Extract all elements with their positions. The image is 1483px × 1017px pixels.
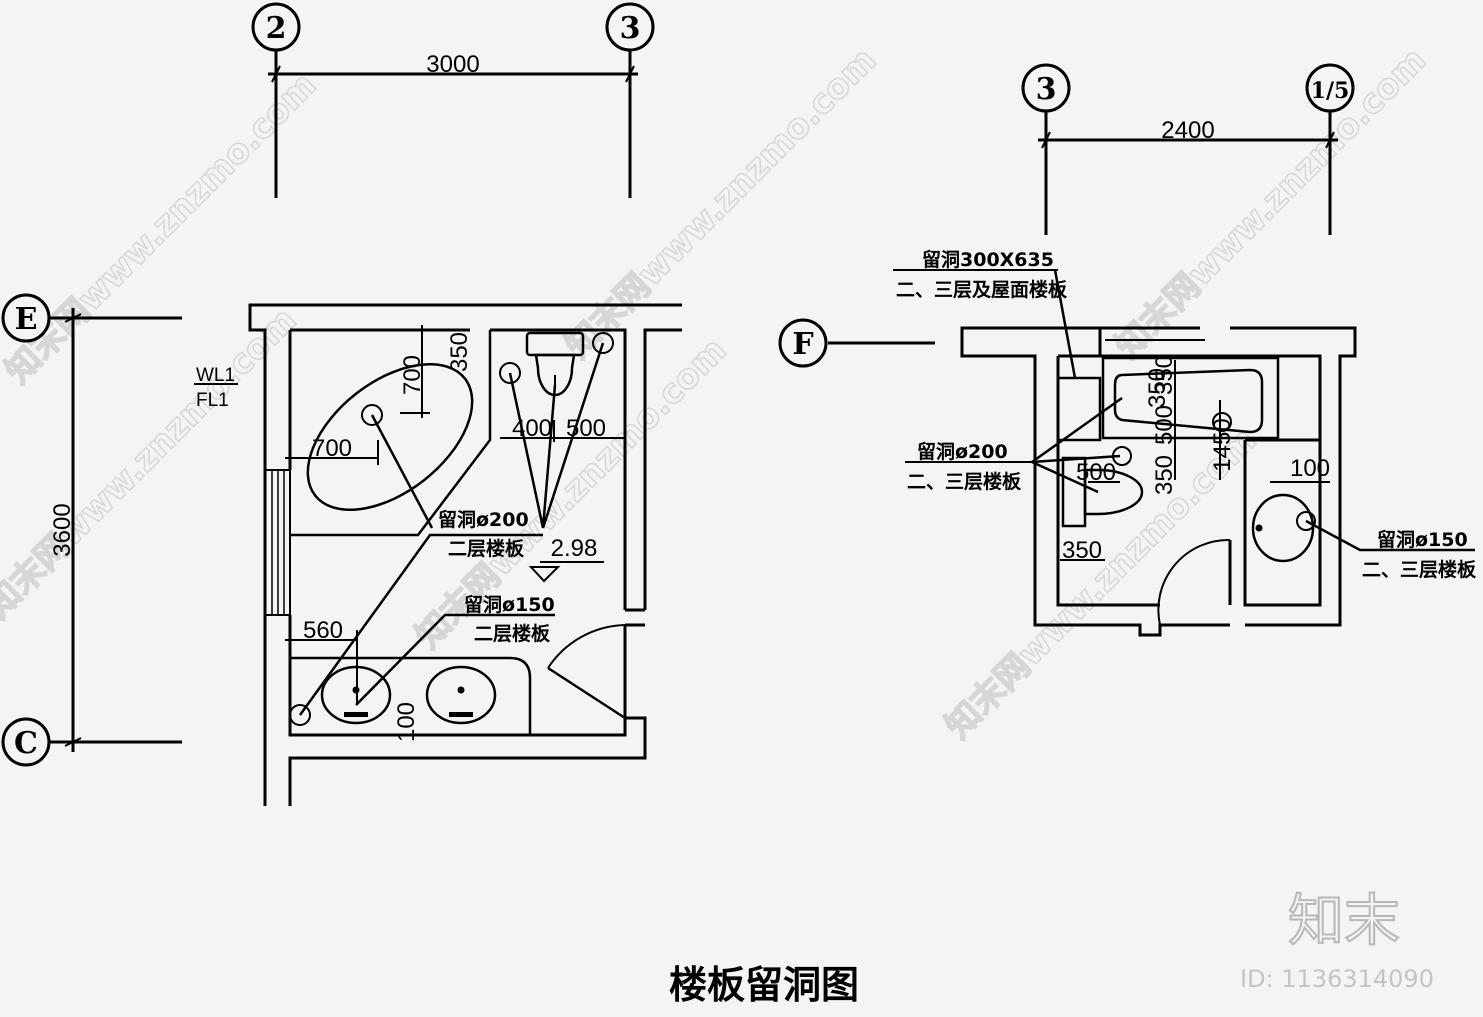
left-plan bbox=[48, 50, 682, 806]
dim-3600: 3600 bbox=[49, 503, 76, 556]
axis-bubble-3: 3 bbox=[605, 2, 655, 52]
note-hole-200: 留洞ø200 bbox=[917, 441, 1008, 463]
dim-100-v: 100 bbox=[393, 702, 420, 742]
dim-350b: 350 bbox=[1151, 455, 1178, 495]
dim-500v: 500 bbox=[1151, 405, 1178, 445]
note-hole-150-sub: 二层楼板 bbox=[474, 622, 551, 645]
note-hole-200: 留洞ø200 bbox=[438, 509, 529, 531]
axis-label: 3 bbox=[1036, 72, 1057, 107]
dim-350c: 350 bbox=[1144, 368, 1171, 408]
axis-label: 1/5 bbox=[1311, 78, 1350, 104]
axis-bubble-1-5: 1/5 bbox=[1305, 63, 1355, 113]
dim-3000: 3000 bbox=[426, 51, 479, 78]
right-axis-bubbles: 3 1/5 F bbox=[778, 63, 1355, 368]
wl-label: WL1 bbox=[196, 365, 235, 386]
dim-2400: 2400 bbox=[1161, 117, 1214, 144]
note-hole-150-sub: 二、三层楼板 bbox=[1362, 558, 1477, 581]
dim-500: 500 bbox=[566, 415, 606, 442]
dim-350h: 350 bbox=[1062, 537, 1102, 564]
axis-bubble-2: 2 bbox=[251, 2, 301, 52]
dim-560: 560 bbox=[303, 617, 343, 644]
axis-bubble-C: C bbox=[1, 717, 51, 767]
note-opening: 留洞300X635 bbox=[922, 249, 1054, 271]
dim-700-v: 700 bbox=[399, 355, 426, 395]
note-hole-200-sub: 二、三层楼板 bbox=[907, 470, 1022, 493]
axis-label: C bbox=[14, 726, 38, 761]
dim-400: 400 bbox=[512, 415, 552, 442]
note-hole-200-sub: 二层楼板 bbox=[448, 537, 525, 560]
right-plan bbox=[828, 110, 1475, 637]
dim-350a: 350 bbox=[1151, 355, 1178, 395]
axis-bubble-3: 3 bbox=[1021, 63, 1071, 113]
right-plan-labels: 2400 留洞300X635 二、三层及屋面楼板 留洞ø200 二、三层楼板 留… bbox=[896, 117, 1477, 581]
axis-label: 3 bbox=[620, 11, 641, 46]
watermark-text: 知末网www.znzmo.com bbox=[1108, 40, 1434, 366]
dim-500h: 500 bbox=[1076, 459, 1116, 486]
dim-700-h: 700 bbox=[312, 435, 352, 462]
axis-label: F bbox=[792, 327, 813, 362]
axis-bubble-F: F bbox=[778, 318, 828, 368]
left-axis-bubbles: 2 3 E C bbox=[1, 2, 655, 767]
drawing-title: 楼板留洞图 bbox=[669, 962, 859, 1007]
dim-100: 100 bbox=[1290, 455, 1330, 482]
axis-label: E bbox=[15, 302, 38, 337]
axis-label: 2 bbox=[266, 11, 287, 46]
level-mark: 2.98 bbox=[551, 535, 598, 562]
note-hole-150: 留洞ø150 bbox=[1377, 529, 1468, 551]
axis-bubble-E: E bbox=[1, 293, 51, 343]
watermark-id: ID: 1136314090 bbox=[1240, 965, 1434, 993]
watermark-logo: 知末 bbox=[1288, 889, 1400, 954]
fl-label: FL1 bbox=[196, 390, 229, 411]
dim-350-v: 350 bbox=[446, 332, 473, 372]
note-opening-sub: 二、三层及屋面楼板 bbox=[896, 278, 1068, 301]
watermark-text: 知末网www.znzmo.com bbox=[558, 40, 884, 366]
dim-1450: 1450 bbox=[1209, 418, 1236, 471]
note-hole-150: 留洞ø150 bbox=[464, 594, 555, 616]
left-plan-labels: 3000 3600 700 350 700 400 500 560 100 2.… bbox=[49, 51, 606, 742]
